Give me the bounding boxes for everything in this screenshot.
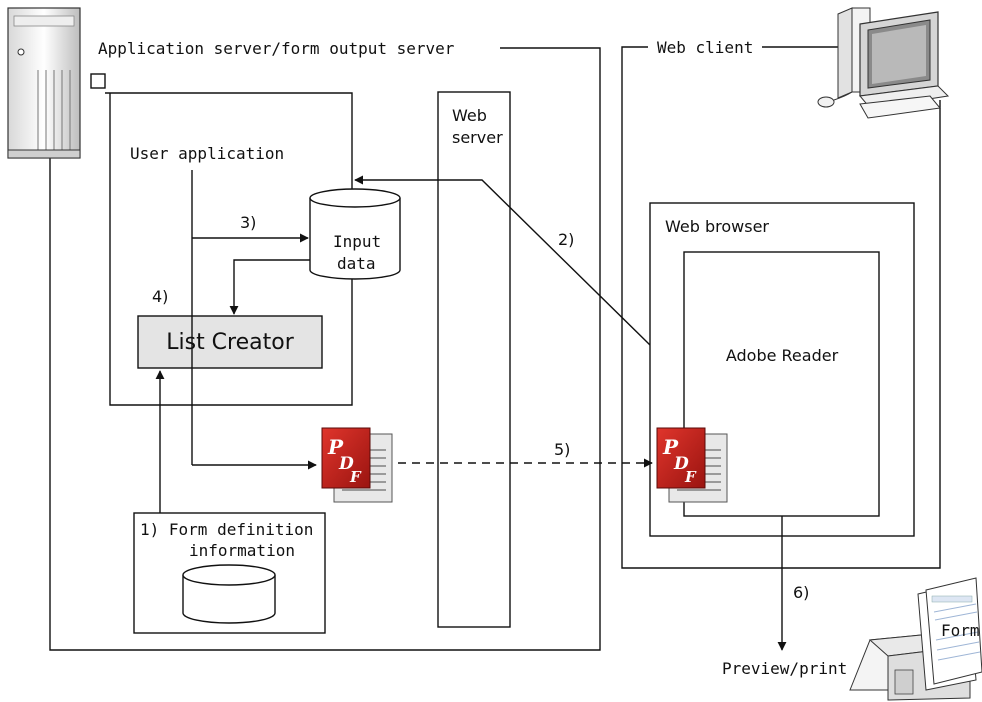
list-creator-label: List Creator — [166, 330, 294, 355]
svg-text:P: P — [327, 435, 344, 459]
printer-icon — [849, 577, 982, 701]
form-paper-label: Form — [941, 621, 980, 640]
svg-text:P: P — [662, 435, 679, 459]
input-data-label-2: data — [337, 254, 376, 273]
step2-arrow — [354, 175, 651, 346]
preview-print-label: Preview/print — [722, 659, 847, 678]
user-application-box — [105, 92, 353, 406]
step2-label: 2) — [558, 230, 574, 249]
data-to-list-creator-arrow — [229, 259, 310, 315]
pdf-document-icon: P D F — [321, 427, 393, 503]
web-server-box — [437, 91, 511, 628]
web-browser-label: Web browser — [665, 217, 769, 236]
svg-text:F: F — [684, 468, 697, 486]
svg-text:F: F — [349, 468, 362, 486]
app-server-label: Application server/form output server — [98, 39, 455, 58]
desktop-computer-icon — [817, 7, 950, 119]
input-data-cylinder — [309, 188, 401, 280]
port-square — [90, 73, 106, 89]
adobe-reader-label: Adobe Reader — [726, 346, 839, 365]
step4-label: 4) — [152, 287, 168, 306]
form-definition-label-1: 1) Form definition — [140, 520, 313, 539]
web-client-label: Web client — [657, 38, 753, 57]
step5-label: 5) — [554, 440, 570, 459]
web-client-boundary — [621, 46, 941, 569]
web-server-label-1: Web — [452, 106, 487, 125]
server-tower-icon — [7, 7, 81, 159]
list-creator-box — [137, 315, 323, 369]
user-application-label: User application — [130, 144, 284, 163]
svg-text:D: D — [673, 454, 689, 474]
app-server-boundary — [49, 47, 601, 651]
svg-text:D: D — [338, 454, 354, 474]
input-data-label-1: Input — [333, 232, 381, 251]
step6-label: 6) — [793, 583, 809, 602]
form-definition-cylinder — [182, 564, 276, 624]
pdf-document-icon: P D F — [656, 427, 728, 503]
form-definition-label-2: information — [189, 541, 295, 560]
step3-label: 3) — [240, 213, 256, 232]
web-server-label-2: server — [452, 128, 503, 147]
